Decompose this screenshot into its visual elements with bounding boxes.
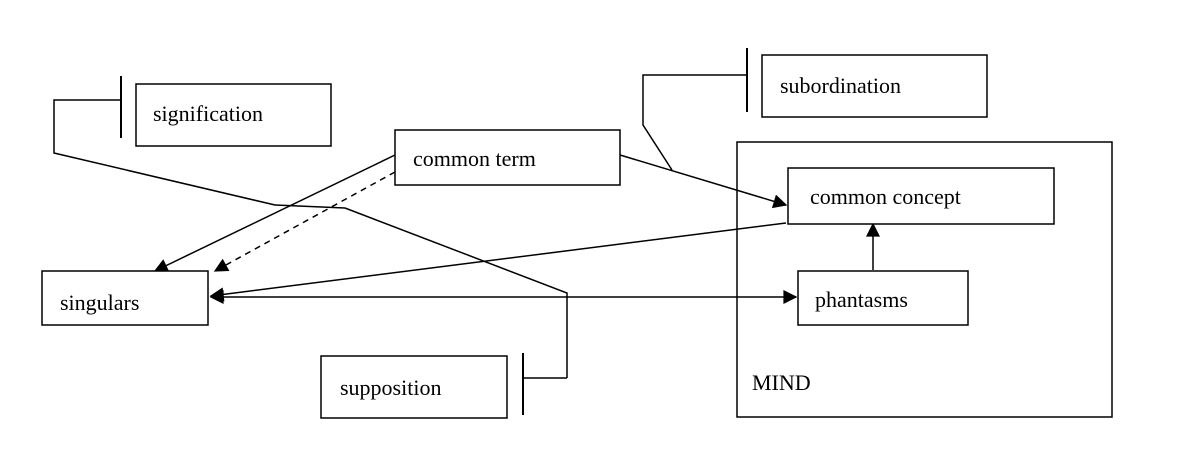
arrow-term-to-concept xyxy=(619,154,788,209)
node-common-concept: common concept xyxy=(787,167,1055,225)
singulars-label: singulars xyxy=(60,290,139,315)
supposition-bracket-line xyxy=(344,207,568,378)
node-common-term: common term xyxy=(394,129,621,186)
subordination-label: subordination xyxy=(780,73,901,98)
node-subordination: subordination xyxy=(761,54,988,118)
node-phantasms: phantasms xyxy=(797,270,969,326)
subordination-bracket-line xyxy=(642,74,747,171)
node-signification: signification xyxy=(135,83,332,147)
connectors xyxy=(53,74,880,378)
signification-bracket-line xyxy=(53,99,276,206)
arrow-term-to-singulars xyxy=(153,154,396,272)
common-term-label: common term xyxy=(413,146,536,171)
mind-region: MIND xyxy=(736,141,1113,418)
mind-label: MIND xyxy=(752,370,811,395)
common-concept-label: common concept xyxy=(810,184,961,209)
node-singulars: singulars xyxy=(41,270,209,326)
arrow-concept-to-singulars xyxy=(209,222,787,302)
node-supposition: supposition xyxy=(320,355,508,419)
signification-label: signification xyxy=(153,101,263,126)
bracket-bars xyxy=(120,48,748,415)
phantasms-label: phantasms xyxy=(815,287,908,312)
signification-supposition-link xyxy=(274,204,346,209)
supposition-label: supposition xyxy=(340,375,441,400)
arrow-term-to-singulars-dashed xyxy=(213,171,396,272)
